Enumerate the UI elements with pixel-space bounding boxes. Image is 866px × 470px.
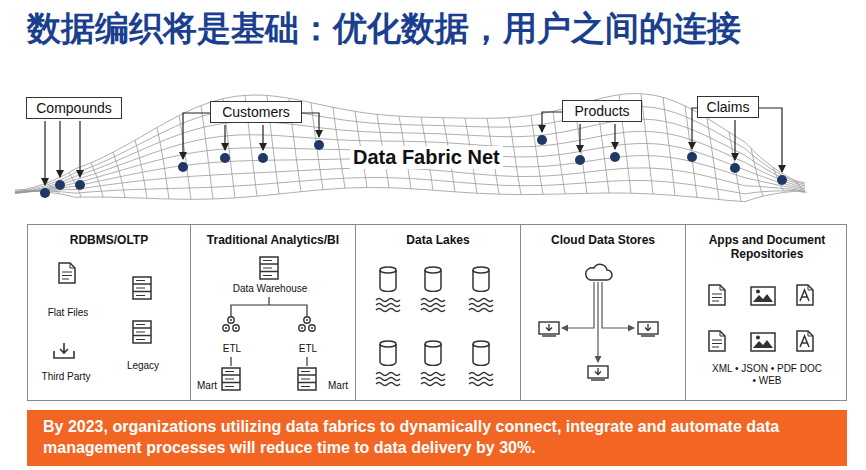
callout-label: Compounds <box>36 100 112 116</box>
item-label: Legacy <box>127 360 159 372</box>
panel-heading: Apps and Document Repositories <box>697 233 837 262</box>
callout-label: Customers <box>222 104 290 120</box>
callout-box: Customers <box>210 101 302 123</box>
note-band: By 2023, organizations utilizing data fa… <box>27 410 847 466</box>
item-label: XML • JSON • PDF DOC • WEB <box>711 363 823 387</box>
item-label: ETL <box>299 343 317 355</box>
panel-heading: RDBMS/OLTP <box>70 233 148 247</box>
source-panel: Data Lakes <box>355 224 521 401</box>
callout-label: Claims <box>707 99 750 115</box>
item-label: Data Warehouse <box>233 283 308 295</box>
note-text: By 2023, organizations utilizing data fa… <box>43 418 779 456</box>
item-label: Flat Files <box>48 307 89 319</box>
mesh-label: Data Fabric Net <box>350 146 503 169</box>
callout-box: Products <box>562 100 642 122</box>
source-panel: RDBMS/OLTP Flat FilesLegacyThird Party <box>27 224 191 401</box>
callout-label: Products <box>574 103 629 119</box>
callout-box: Claims <box>697 96 759 118</box>
callout-box: Compounds <box>26 97 122 119</box>
source-panel: Traditional Analytics/BI Data WarehouseET… <box>190 224 356 401</box>
item-label: ETL <box>223 343 241 355</box>
panel-heading: Traditional Analytics/BI <box>207 233 339 247</box>
panel-heading: Data Lakes <box>406 233 469 247</box>
source-panel: Apps and Document RepositoriesXML • JSON… <box>685 224 847 401</box>
item-label: Mart <box>197 380 217 392</box>
item-label: Third Party <box>42 371 91 383</box>
source-panel: Cloud Data Stores <box>520 224 686 401</box>
panel-heading: Cloud Data Stores <box>551 233 655 247</box>
item-label: Mart <box>328 380 348 392</box>
page-title: 数据编织将是基础：优化数据，用户之间的连接 <box>27 6 741 52</box>
